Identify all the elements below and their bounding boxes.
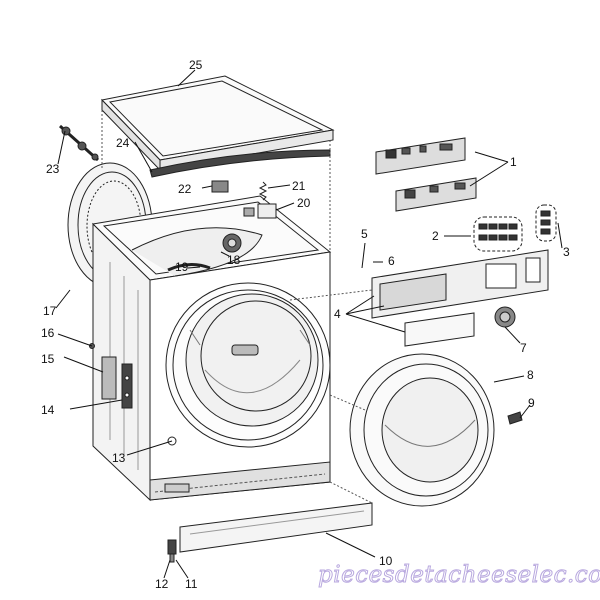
part-number-19: 19 [175, 260, 189, 274]
website-watermark: piecesdetacheeselec.com [318, 562, 600, 589]
button-set-part-2 [473, 216, 523, 252]
control-board-part-1 [375, 137, 477, 212]
part-number-10: 10 [379, 554, 393, 568]
part-number-12: 12 [155, 577, 169, 591]
part-number-21: 21 [292, 179, 306, 193]
internal-parts [167, 180, 277, 272]
door-opening [165, 282, 331, 448]
part-number-15: 15 [41, 352, 55, 366]
latch-part-9 [507, 411, 523, 425]
part-number-1: 1 [510, 155, 517, 169]
foot-screw-part-11-12 [167, 539, 177, 563]
assembly-dashed-lines [101, 110, 373, 504]
part-number-25: 25 [189, 58, 203, 72]
part-number-6: 6 [388, 254, 395, 268]
part-number-2: 2 [432, 229, 439, 243]
part-number-18: 18 [227, 253, 241, 267]
part-number-4: 4 [334, 307, 341, 321]
part-number-20: 20 [297, 196, 311, 210]
part-number-9: 9 [528, 396, 535, 410]
hinge-part-23 [58, 124, 100, 162]
part-number-7: 7 [520, 341, 527, 355]
part-number-17: 17 [43, 304, 57, 318]
part-number-16: 16 [41, 326, 55, 340]
part-number-11: 11 [185, 577, 198, 591]
door-part-8 [349, 353, 495, 507]
part-number-8: 8 [527, 368, 534, 382]
plinth-part-10 [179, 502, 373, 553]
part-number-3: 3 [563, 245, 570, 259]
part-number-24: 24 [116, 136, 130, 150]
part-number-14: 14 [41, 403, 55, 417]
part-number-22: 22 [178, 182, 192, 196]
part-number-13: 13 [112, 451, 126, 465]
door-hinge-part-14-15 [101, 356, 133, 409]
knob-part-7 [494, 306, 516, 328]
part-number-5: 5 [361, 227, 368, 241]
leader-lines [55, 69, 563, 579]
part-number-23: 23 [46, 162, 60, 176]
button-set-part-3 [535, 204, 557, 242]
control-panel-part-4 [371, 249, 549, 347]
